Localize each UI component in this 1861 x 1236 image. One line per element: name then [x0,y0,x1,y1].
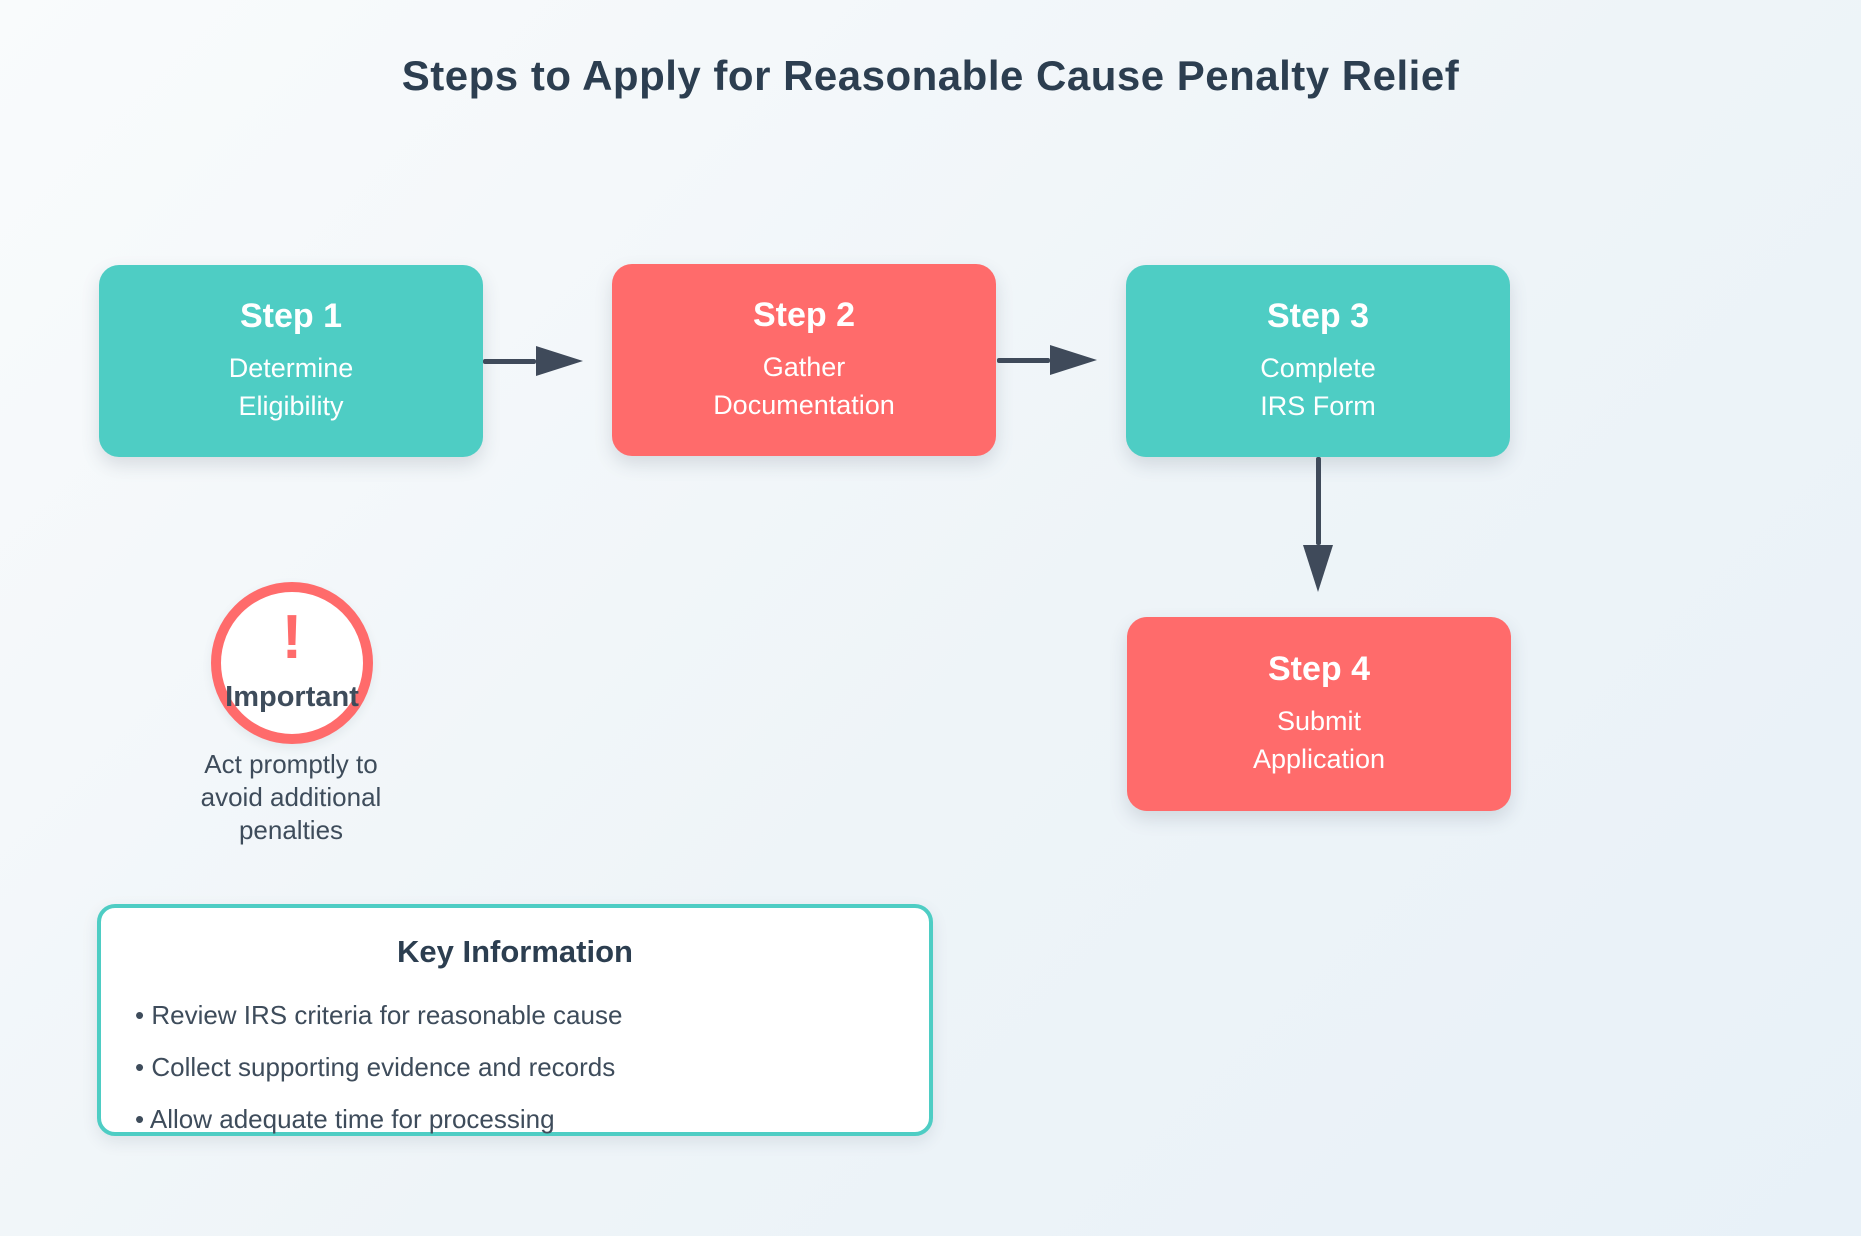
step-3-title: Step 3 [1266,297,1370,335]
key-information-bullet-3: • Allow adequate time for processing [135,1104,555,1134]
important-badge: ! Important [211,582,373,744]
arrow-shaft [483,358,536,364]
page-title: Steps to Apply for Reasonable Cause Pena… [401,52,1460,99]
arrow-step3-to-step4 [1303,457,1333,592]
step-1-line-1: Determine [228,353,354,383]
important-caption: Act promptly to avoid additional penalti… [131,748,451,847]
step-1-title: Step 1 [239,297,343,335]
key-information-title: Key Information [397,934,633,969]
step-2-box: Step 2 Gather Documentation [612,264,996,456]
step-4-box: Step 4 Submit Application [1127,617,1511,811]
arrow-head-down-icon [1303,545,1333,592]
important-caption-line-1: Act promptly to [204,749,378,779]
arrow-step1-to-step2 [483,346,583,376]
important-label: Important [225,680,359,713]
key-information-bullet-1: • Review IRS criteria for reasonable cau… [135,1000,623,1030]
step-3-box: Step 3 Complete IRS Form [1126,265,1510,457]
arrow-head-right-icon [1050,345,1097,375]
step-2-title: Step 2 [752,296,856,334]
step-2-line-2: Documentation [713,390,895,420]
step-4-line-2: Application [1252,744,1386,774]
arrow-shaft [1315,457,1321,545]
step-4-line-1: Submit [1276,706,1362,736]
step-1-line-2: Eligibility [238,391,344,421]
arrow-shaft [997,357,1050,363]
step-4-title: Step 4 [1267,650,1371,688]
step-3-line-2: IRS Form [1260,391,1376,421]
key-information-panel: Key Information • Review IRS criteria fo… [97,904,933,1136]
exclamation-icon: ! [281,603,303,673]
arrow-head-right-icon [536,346,583,376]
important-caption-line-3: penalties [238,815,344,845]
step-3-line-1: Complete [1260,353,1376,383]
key-information-list: • Review IRS criteria for reasonable cau… [135,1000,929,1135]
arrow-step2-to-step3 [997,345,1097,375]
key-information-bullet-2: • Collect supporting evidence and record… [135,1052,616,1082]
important-caption-line-2: avoid additional [200,782,382,812]
step-2-line-1: Gather [762,352,846,382]
step-1-box: Step 1 Determine Eligibility [99,265,483,457]
